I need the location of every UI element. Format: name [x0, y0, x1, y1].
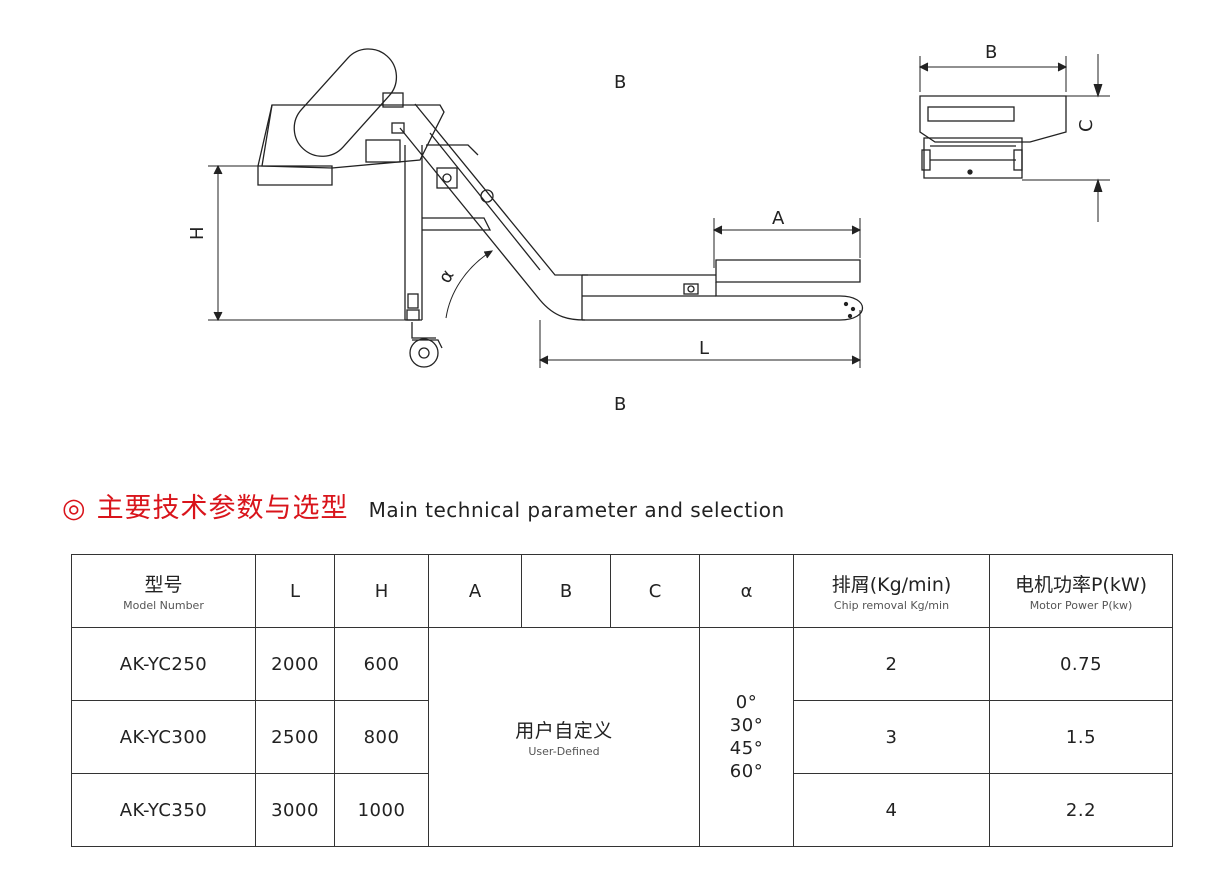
table-header-row: 型号 Model Number L H A B C α 排屑(Kg/min) C… — [71, 554, 1173, 628]
user-defined-en: User-Defined — [528, 745, 600, 758]
spec-table: 型号 Model Number L H A B C α 排屑(Kg/min) C… — [71, 554, 1173, 847]
cell-l: 2000 — [255, 627, 335, 701]
cell-user-defined: 用户自定义 User-Defined — [428, 627, 700, 847]
header-b: B — [521, 554, 611, 628]
header-c: C — [610, 554, 700, 628]
header-l: L — [255, 554, 335, 628]
table-row: AK-YC250 2000 600 用户自定义 User-Defined 0° … — [71, 627, 1173, 847]
heading-title-zh: 主要技术参数与选型 — [96, 493, 349, 524]
heading-symbol: ◎ — [62, 493, 87, 524]
header-chip: 排屑(Kg/min) Chip removal Kg/min — [793, 554, 990, 628]
angle-value: 0° — [735, 692, 758, 713]
side-dim-b-label: B — [985, 42, 997, 63]
user-defined-zh: 用户自定义 — [515, 720, 613, 742]
cell-model: AK-YC300 — [71, 700, 256, 774]
dim-a-label: A — [772, 208, 785, 229]
cell-chip: 3 — [793, 700, 990, 774]
header-power-zh: 电机功率P(kW) — [1014, 574, 1148, 596]
header-model: 型号 Model Number — [71, 554, 256, 628]
table-row: AK-YC300 2500 800 3 1.5 — [71, 700, 1173, 774]
view-label-top-b: B — [614, 72, 626, 93]
angle-value: 45° — [729, 738, 764, 759]
table-row: AK-YC350 3000 1000 4 2.2 — [71, 773, 1173, 847]
side-dim-c-label: C — [1076, 119, 1097, 132]
cell-h: 800 — [334, 700, 429, 774]
header-chip-en: Chip removal Kg/min — [833, 599, 950, 612]
heading-title-en: Main technical parameter and selection — [368, 498, 785, 522]
cell-model: AK-YC250 — [71, 627, 256, 701]
view-label-bottom-b: B — [614, 394, 626, 415]
cell-power: 0.75 — [989, 627, 1173, 701]
cell-h: 600 — [334, 627, 429, 701]
header-h: H — [334, 554, 429, 628]
header-power-en: Motor Power P(kw) — [1029, 599, 1133, 612]
cell-power: 1.5 — [989, 700, 1173, 774]
dim-alpha-label: α — [434, 266, 458, 287]
cell-power: 2.2 — [989, 773, 1173, 847]
header-model-zh: 型号 — [144, 574, 183, 596]
cell-h: 1000 — [334, 773, 429, 847]
section-heading: ◎ 主要技术参数与选型 Main technical parameter and… — [62, 486, 785, 526]
cell-l: 3000 — [255, 773, 335, 847]
cell-chip: 4 — [793, 773, 990, 847]
header-chip-zh: 排屑(Kg/min) — [831, 574, 952, 596]
header-alpha: α — [699, 554, 794, 628]
header-a: A — [428, 554, 522, 628]
header-power: 电机功率P(kW) Motor Power P(kw) — [989, 554, 1173, 628]
dim-l-label: L — [699, 338, 709, 359]
angle-value: 60° — [729, 761, 764, 782]
cell-model: AK-YC350 — [71, 773, 256, 847]
cell-l: 2500 — [255, 700, 335, 774]
conveyor-technical-drawing: H α A L B B B C — [187, 42, 1110, 415]
angle-value: 30° — [729, 715, 764, 736]
header-model-en: Model Number — [123, 599, 204, 612]
cell-chip: 2 — [793, 627, 990, 701]
cell-angles: 0° 30° 45° 60° — [699, 627, 794, 847]
dim-h-label: H — [187, 226, 208, 240]
